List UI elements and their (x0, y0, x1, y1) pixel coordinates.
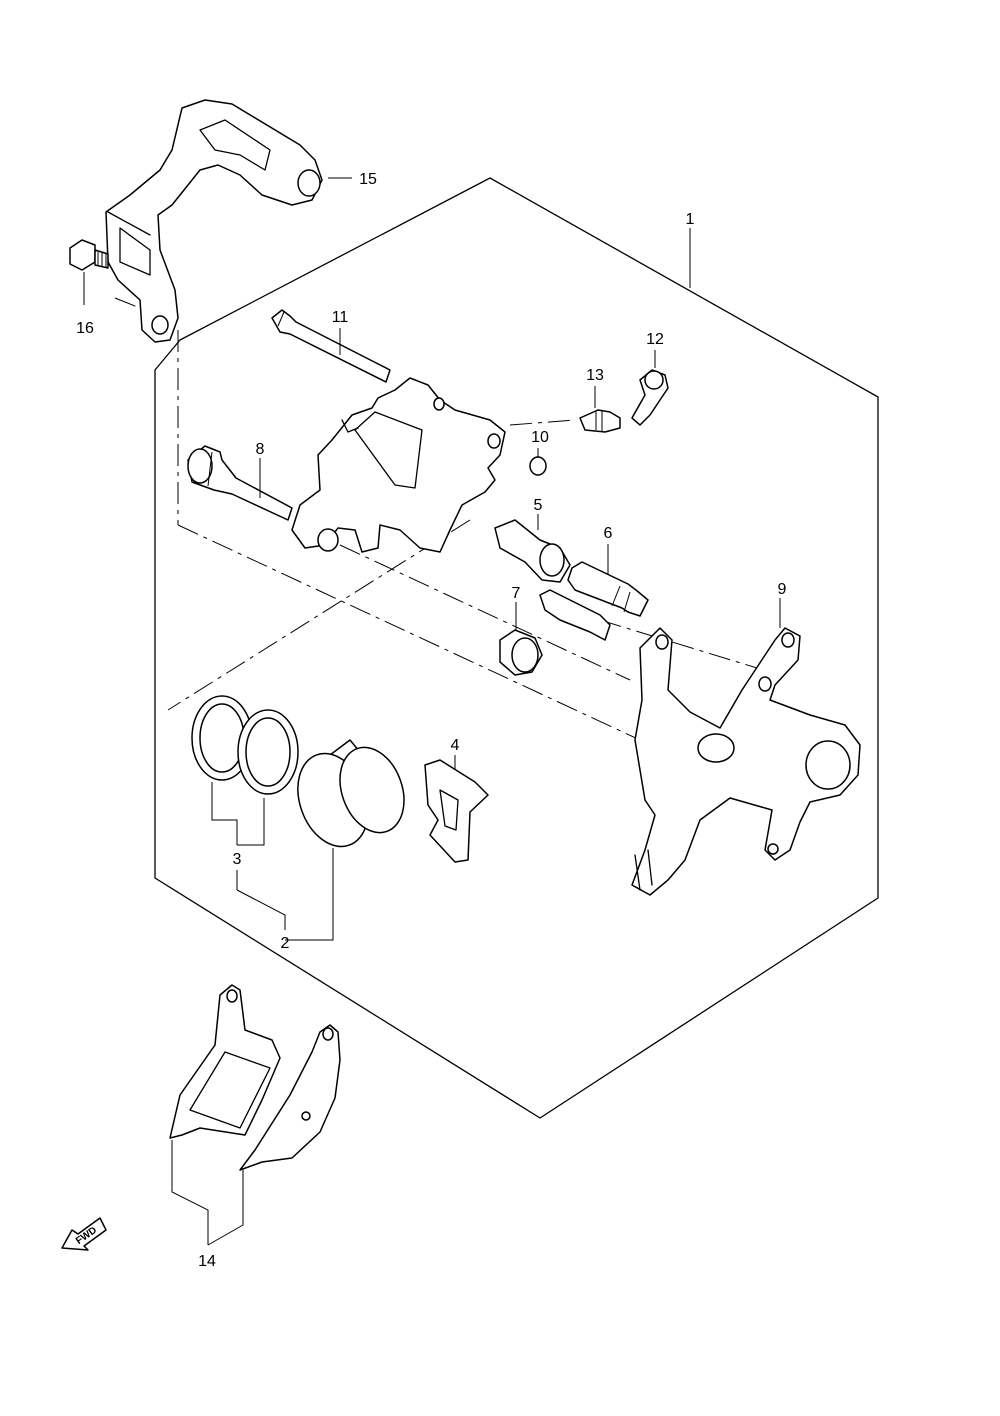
callout-13: 13 (586, 367, 604, 384)
callout-2: 2 (281, 935, 290, 952)
boot-part (494, 519, 571, 583)
brake-pads-part (169, 984, 341, 1171)
fwd-arrow-icon: FWD (61, 1217, 107, 1251)
small-ring-part (529, 456, 547, 476)
bleeder-screw-part (579, 409, 621, 433)
callout-labels: 1 2 3 4 5 6 7 8 9 10 11 12 13 14 15 16 (76, 171, 786, 1270)
callout-7: 7 (512, 585, 521, 602)
bracket-bolt-part (69, 239, 109, 271)
callout-8: 8 (256, 441, 265, 458)
callout-15: 15 (359, 171, 377, 188)
bleeder-cap-part (631, 369, 669, 426)
callout-3: 3 (233, 851, 242, 868)
assembly-outline (154, 177, 879, 1119)
mounting-bracket-part (105, 99, 323, 343)
guide-bolt-part (567, 561, 649, 617)
dust-boot-part (499, 629, 543, 676)
callout-4: 4 (451, 737, 460, 754)
pad-pin-part (271, 309, 391, 383)
callout-11: 11 (332, 309, 349, 326)
slide-pin-part (187, 445, 293, 521)
callout-9: 9 (778, 581, 787, 598)
piston-part (297, 739, 405, 848)
callout-6: 6 (604, 525, 613, 542)
callout-5: 5 (534, 497, 543, 514)
leader-lines (83, 177, 781, 1246)
callout-1: 1 (686, 211, 695, 228)
spring-clip-part (539, 589, 611, 641)
pad-spring-part (424, 759, 489, 863)
piston-seal-part (191, 695, 299, 795)
callout-10: 10 (531, 429, 549, 446)
alignment-lines (114, 297, 781, 741)
callout-16: 16 (76, 320, 94, 337)
caliper-body (291, 377, 506, 553)
support-bracket-part (631, 627, 861, 896)
callout-14: 14 (198, 1253, 216, 1270)
callout-12: 12 (646, 331, 664, 348)
